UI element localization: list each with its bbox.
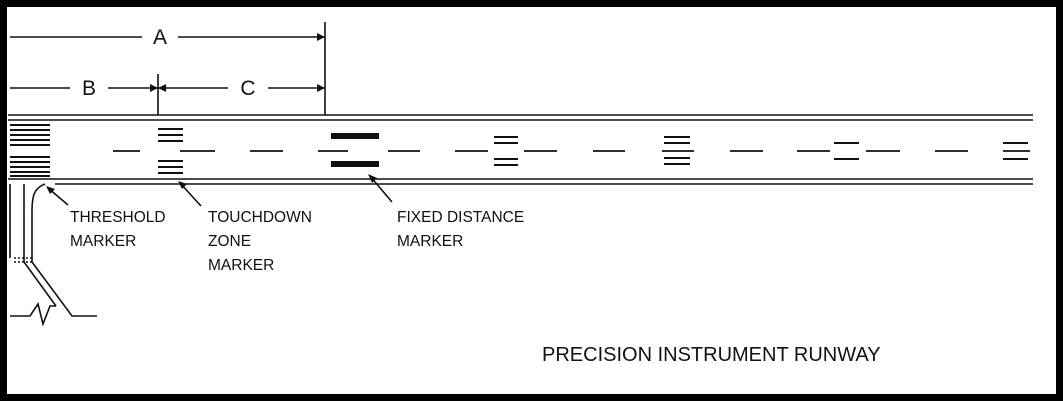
touchdown-zone-marker bbox=[158, 128, 183, 174]
touchdown-label-line-3: MARKER bbox=[208, 257, 274, 274]
threshold-label-line-1: THRESHOLD bbox=[70, 209, 166, 226]
touchdown-label-line-2: ZONE bbox=[208, 233, 251, 250]
threshold-marker bbox=[10, 124, 50, 177]
fixed-distance-leader bbox=[368, 174, 393, 203]
threshold-label-line-2: MARKER bbox=[70, 233, 136, 250]
taxiway bbox=[9, 183, 97, 327]
touchdown-label-line-1: TOUCHDOWN bbox=[208, 209, 312, 226]
dimension-c-label: C bbox=[240, 77, 255, 100]
dimension-c bbox=[158, 84, 325, 92]
touchdown-zone-marker-5 bbox=[1003, 142, 1028, 160]
runway-edges bbox=[8, 114, 1033, 185]
dimension-a bbox=[10, 22, 326, 115]
diagram-title: PRECISION INSTRUMENT RUNWAY bbox=[542, 344, 881, 366]
dimension-b-label: B bbox=[82, 77, 96, 100]
touchdown-zone-marker-4 bbox=[834, 142, 859, 160]
dimension-a-label: A bbox=[153, 26, 167, 49]
dimension-b bbox=[10, 74, 159, 115]
fixed-distance-label-line-1: FIXED DISTANCE bbox=[397, 209, 524, 226]
fixed-distance-label-line-2: MARKER bbox=[397, 233, 463, 250]
touchdown-zone-marker-2 bbox=[494, 136, 518, 166]
fixed-distance-marker bbox=[331, 133, 379, 167]
threshold-leader bbox=[46, 186, 69, 206]
touchdown-leader bbox=[178, 181, 202, 207]
touchdown-zone-marker-3 bbox=[664, 136, 690, 165]
